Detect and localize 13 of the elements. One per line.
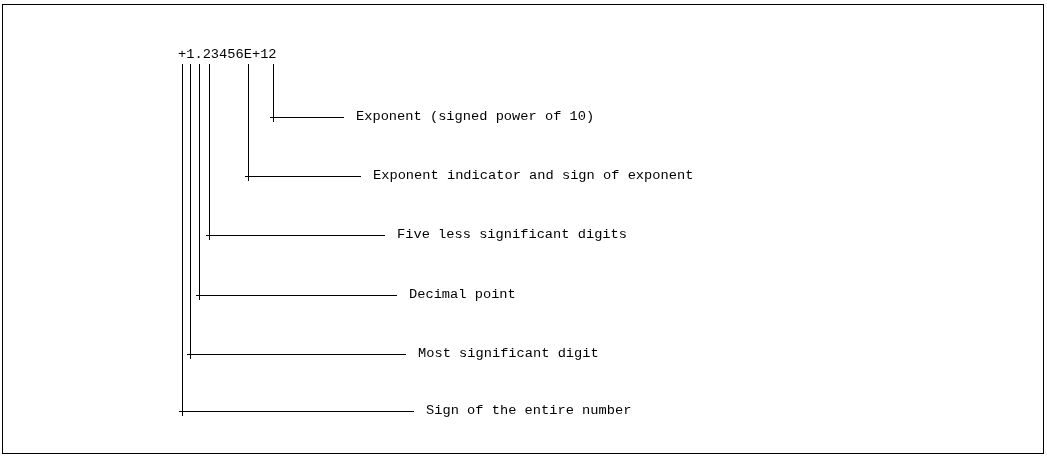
leader-line — [209, 63, 386, 236]
annotation-text: Most significant digit — [418, 346, 599, 362]
annotation-text: Sign of the entire number — [426, 403, 632, 419]
annotation-text: Exponent indicator and sign of exponent — [373, 168, 694, 184]
leader-line — [190, 63, 407, 355]
annotation-text: Exponent (signed power of 10) — [356, 109, 595, 125]
leader-line — [199, 63, 398, 296]
number-text: +1.23456E+12 — [178, 47, 277, 63]
leader-line — [273, 63, 345, 118]
leader-line — [182, 63, 415, 412]
leader-line — [248, 63, 362, 177]
annotation-text: Five less significant digits — [397, 227, 627, 243]
annotation-text: Decimal point — [409, 287, 516, 303]
